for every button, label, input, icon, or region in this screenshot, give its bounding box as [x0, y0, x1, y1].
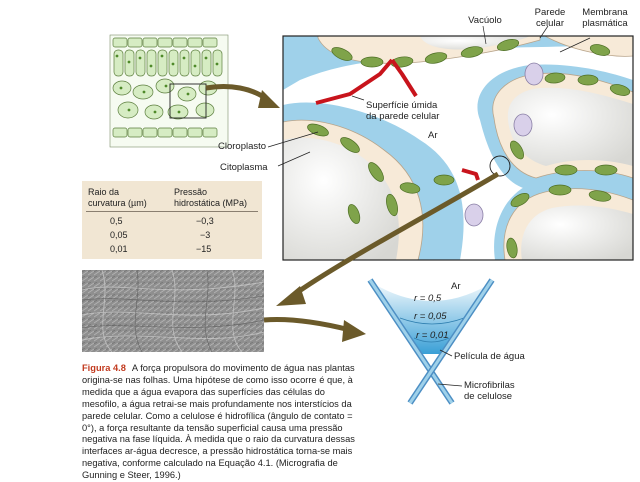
label-chloroplast: Cloroplasto [218, 141, 267, 152]
pressure-table: Raio da curvatura (µm) Pressão hidrostát… [82, 181, 262, 259]
leader-chloroplast [267, 131, 319, 148]
zoom-arrow-head [258, 90, 280, 108]
zoom-region-box [169, 83, 207, 119]
table-header-pressure: Pressão hidrostática (MPa) [174, 187, 248, 208]
label-cell-wall: Parede celular [534, 7, 566, 29]
arrow-to-micrograph [290, 171, 500, 299]
label-air-funnel: Ar [451, 281, 461, 292]
table-cell-radius: 0,05 [110, 230, 128, 240]
label-r-0-01: r = 0,01 [416, 330, 449, 341]
magnifier-circle [489, 155, 511, 177]
microfibril-funnel [367, 278, 495, 405]
arrow-to-micrograph-head [276, 286, 306, 306]
figure-number: Figura 4.8 [82, 363, 126, 373]
cell-wall-micrograph [82, 270, 264, 352]
table-cell-pressure: −0,3 [196, 216, 214, 226]
leaf-cross-section-thumbnail [109, 34, 229, 148]
leader-microfibrils [437, 383, 463, 387]
leader-vacuole [482, 25, 487, 45]
label-microfibrils: Microfibrilas de celulose [464, 380, 515, 402]
leader-cytoplasm [277, 151, 311, 167]
wet-wall-segment-right [461, 168, 480, 181]
caption-text: A força propulsora do movimento de água … [82, 363, 355, 481]
leader-plasma-membrane [559, 37, 591, 53]
label-wet-surface: Superfície úmida da parede celular [366, 100, 440, 122]
leader-water-film [439, 349, 453, 357]
table-header-radius: Raio da curvatura (µm) [88, 187, 147, 208]
mesophyll-detail [283, 36, 633, 260]
mesophyll-frame [282, 35, 634, 261]
arrow-to-funnel [263, 317, 351, 333]
label-vacuole: Vacúolo [468, 15, 502, 26]
label-r-0-5: r = 0,5 [414, 293, 442, 304]
table-cell-pressure: −3 [200, 230, 211, 240]
arrow-to-funnel-head [342, 320, 366, 342]
table-cell-radius: 0,5 [110, 216, 123, 226]
label-r-0-05: r = 0,05 [414, 311, 447, 322]
label-plasma-membrane: Membrana plasmática [582, 7, 628, 29]
label-air-top: Ar [428, 130, 438, 141]
label-cytoplasm: Citoplasma [220, 162, 268, 173]
leader-wet-surface [351, 95, 365, 101]
leader-cell-wall [539, 25, 549, 39]
wet-wall-segment-center [390, 58, 418, 98]
wet-wall-segment-left [315, 58, 394, 105]
label-water-film: Película de água [454, 351, 525, 362]
table-cell-radius: 0,01 [110, 244, 128, 254]
table-divider [86, 211, 258, 212]
table-cell-pressure: −15 [196, 244, 212, 254]
